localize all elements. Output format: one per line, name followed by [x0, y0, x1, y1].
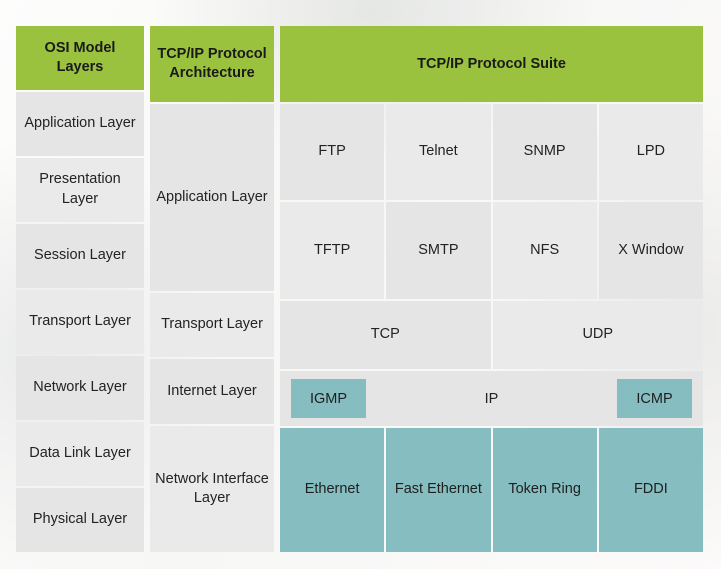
- protocol-tcp: TCP: [280, 300, 491, 370]
- protocol-suite-column: TCP/IP Protocol Suite FTP Telnet SNMP LP…: [280, 26, 703, 552]
- osi-layer-physical: Physical Layer: [16, 488, 144, 552]
- application-protocol-row-2: TFTP SMTP NFS X Window: [280, 202, 703, 299]
- architecture-layer-stack: Application Layer Transport Layer Intern…: [150, 104, 274, 553]
- network-interface-row: Ethernet Fast Ethernet Token Ring FDDI: [280, 428, 703, 552]
- application-protocol-row-1: FTP Telnet SNMP LPD: [280, 104, 703, 201]
- osi-layer-session: Session Layer: [16, 224, 144, 288]
- technology-ethernet: Ethernet: [280, 428, 385, 552]
- osi-layer-presentation: Presentation Layer: [16, 158, 144, 222]
- protocol-smtp: SMTP: [386, 202, 491, 299]
- osi-layer-application: Application Layer: [16, 92, 144, 156]
- architecture-layer-internet: Internet Layer: [150, 359, 274, 425]
- protocol-tftp: TFTP: [280, 202, 385, 299]
- protocol-telnet: Telnet: [386, 104, 491, 201]
- architecture-layer-network-interface: Network Interface Layer: [150, 426, 274, 553]
- technology-fddi: FDDI: [598, 428, 703, 552]
- architecture-layer-application: Application Layer: [150, 104, 274, 291]
- tcpip-osi-comparison-diagram: OSI Model Layers Application Layer Prese…: [16, 26, 703, 553]
- osi-column-header: OSI Model Layers: [16, 26, 144, 90]
- protocol-nfs: NFS: [492, 202, 597, 299]
- osi-layer-transport: Transport Layer: [16, 290, 144, 354]
- tcpip-architecture-column: TCP/IP Protocol Architecture Application…: [150, 26, 274, 553]
- protocol-icmp: ICMP: [617, 379, 692, 419]
- protocol-lpd: LPD: [598, 104, 703, 201]
- internet-protocol-row: IGMP IP ICMP: [280, 371, 703, 427]
- technology-token-ring: Token Ring: [492, 428, 597, 552]
- architecture-column-header: TCP/IP Protocol Architecture: [150, 26, 274, 102]
- osi-layer-network: Network Layer: [16, 356, 144, 420]
- protocol-ftp: FTP: [280, 104, 385, 201]
- architecture-layer-transport: Transport Layer: [150, 292, 274, 358]
- transport-protocol-row: TCP UDP: [280, 300, 703, 370]
- protocol-igmp: IGMP: [291, 379, 366, 419]
- osi-model-column: OSI Model Layers Application Layer Prese…: [16, 26, 144, 552]
- protocol-x-window: X Window: [598, 202, 703, 299]
- technology-fast-ethernet: Fast Ethernet: [386, 428, 491, 552]
- protocol-suite-header: TCP/IP Protocol Suite: [280, 26, 703, 102]
- protocol-suite-body: FTP Telnet SNMP LPD TFTP SMTP NFS X Wind…: [280, 104, 703, 552]
- protocol-udp: UDP: [492, 300, 703, 370]
- protocol-ip: IP: [484, 390, 499, 407]
- osi-layer-data-link: Data Link Layer: [16, 422, 144, 486]
- protocol-snmp: SNMP: [492, 104, 597, 201]
